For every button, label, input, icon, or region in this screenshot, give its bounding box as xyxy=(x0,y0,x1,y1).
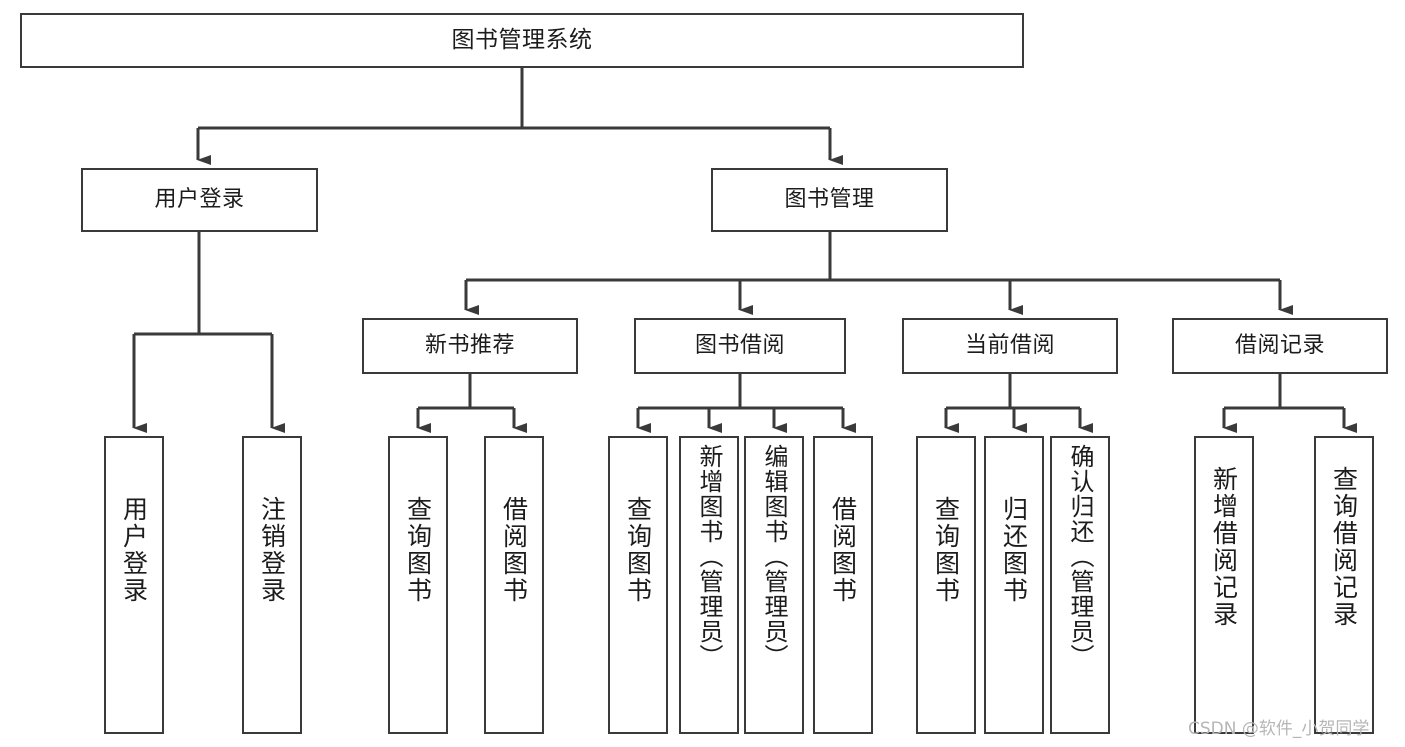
node-leaf-edit-book[interactable]: 编辑图书（管理员） xyxy=(744,436,804,734)
node-book-borrow-label: 图书借阅 xyxy=(694,333,785,359)
node-current-borrow-label: 当前借阅 xyxy=(964,333,1055,359)
node-leaf-confirm-return[interactable]: 确认归还（管理员） xyxy=(1050,436,1110,734)
node-new-book-recommend[interactable]: 新书推荐 xyxy=(362,318,578,374)
node-leaf-query-book-1[interactable]: 查询图书 xyxy=(388,436,448,734)
node-root[interactable]: 图书管理系统 xyxy=(20,13,1024,68)
node-leaf-edit-book-label: 编辑图书（管理员） xyxy=(760,444,788,669)
node-leaf-borrow-book-2[interactable]: 借阅图书 xyxy=(813,436,873,734)
node-leaf-logout-label: 注销登录 xyxy=(257,496,287,604)
node-leaf-borrow-book-2-label: 借阅图书 xyxy=(828,496,858,604)
node-book-manage[interactable]: 图书管理 xyxy=(711,168,948,232)
node-leaf-borrow-book-1[interactable]: 借阅图书 xyxy=(484,436,544,734)
node-leaf-query-record-label: 查询借阅记录 xyxy=(1329,466,1359,628)
node-leaf-user-login[interactable]: 用户登录 xyxy=(104,436,164,734)
node-borrow-record[interactable]: 借阅记录 xyxy=(1172,318,1388,374)
node-leaf-add-record-label: 新增借阅记录 xyxy=(1209,466,1239,628)
node-new-book-recommend-label: 新书推荐 xyxy=(424,333,515,359)
node-book-borrow[interactable]: 图书借阅 xyxy=(634,318,846,374)
node-borrow-record-label: 借阅记录 xyxy=(1234,333,1325,359)
node-leaf-add-book-label: 新增图书（管理员） xyxy=(695,444,723,669)
node-leaf-query-book-2-label: 查询图书 xyxy=(623,496,653,604)
node-leaf-query-book-3-label: 查询图书 xyxy=(931,496,961,604)
node-root-label: 图书管理系统 xyxy=(451,27,593,54)
node-leaf-query-record[interactable]: 查询借阅记录 xyxy=(1314,436,1374,734)
node-leaf-return-book[interactable]: 归还图书 xyxy=(984,436,1044,734)
node-leaf-add-book[interactable]: 新增图书（管理员） xyxy=(679,436,739,734)
node-book-manage-label: 图书管理 xyxy=(784,187,875,213)
node-leaf-confirm-return-label: 确认归还（管理员） xyxy=(1066,444,1094,669)
node-leaf-logout[interactable]: 注销登录 xyxy=(242,436,302,734)
node-leaf-query-book-1-label: 查询图书 xyxy=(403,496,433,604)
node-leaf-add-record[interactable]: 新增借阅记录 xyxy=(1194,436,1254,734)
node-leaf-return-book-label: 归还图书 xyxy=(999,496,1029,604)
node-leaf-query-book-2[interactable]: 查询图书 xyxy=(608,436,668,734)
node-user-login-label: 用户登录 xyxy=(154,187,245,213)
node-leaf-user-login-label: 用户登录 xyxy=(119,496,149,604)
node-leaf-borrow-book-1-label: 借阅图书 xyxy=(499,496,529,604)
node-leaf-query-book-3[interactable]: 查询图书 xyxy=(916,436,976,734)
node-current-borrow[interactable]: 当前借阅 xyxy=(902,318,1118,374)
csdn-watermark: CSDN @软件_小贺同学 xyxy=(1188,719,1370,739)
node-user-login[interactable]: 用户登录 xyxy=(81,168,318,232)
